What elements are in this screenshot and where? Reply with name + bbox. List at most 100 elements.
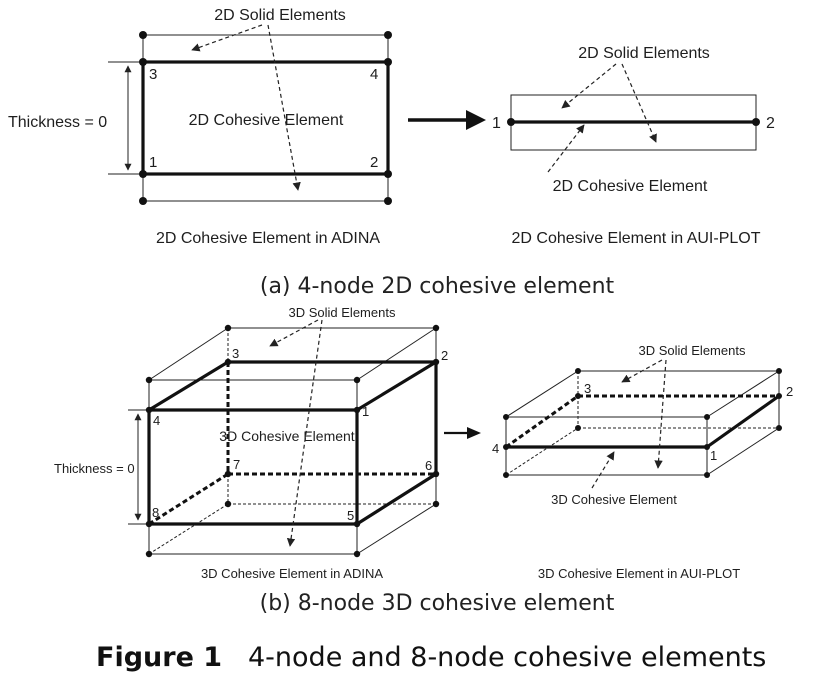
label-thickness: Thickness = 0 bbox=[54, 461, 135, 476]
node-label-1: 1 bbox=[492, 115, 501, 132]
node-dot bbox=[704, 414, 710, 420]
solid-edge bbox=[148, 327, 229, 381]
label-2d-cohesive-element-aui: 2D Cohesive Element bbox=[553, 178, 708, 195]
leader-arrow-solid bbox=[269, 319, 319, 347]
node-dot bbox=[432, 500, 440, 508]
node-label-2: 2 bbox=[441, 348, 448, 363]
label-3d-cohesive-element: 3D Cohesive Element bbox=[219, 428, 355, 444]
solid-edge bbox=[356, 503, 437, 555]
node-dot bbox=[145, 376, 153, 384]
solid-edge bbox=[356, 327, 437, 381]
figure-title: 4-node and 8-node cohesive elements bbox=[248, 642, 766, 673]
node-dot bbox=[353, 520, 361, 528]
node-dot bbox=[384, 31, 392, 39]
node-dot bbox=[503, 414, 509, 420]
node-label-1: 1 bbox=[149, 154, 157, 171]
node-dot bbox=[432, 470, 440, 478]
arrow-right-icon bbox=[444, 427, 481, 439]
node-dot bbox=[145, 550, 153, 558]
cohesive-edge bbox=[356, 360, 437, 412]
solid-edge bbox=[706, 370, 780, 418]
node-label-7: 7 bbox=[233, 457, 240, 472]
label-3d-cohesive-element-aui: 3D Cohesive Element bbox=[551, 492, 677, 507]
node-dot bbox=[776, 425, 782, 431]
label-2d-solid-elements: 2D Solid Elements bbox=[214, 7, 346, 24]
figure-caption: Figure 1 4-node and 8-node cohesive elem… bbox=[96, 642, 766, 673]
node-dot bbox=[575, 368, 581, 374]
node-label-6: 6 bbox=[425, 458, 432, 473]
node-label-4: 4 bbox=[370, 66, 378, 83]
leader-arrow-solid bbox=[286, 319, 323, 547]
cohesive-edge-hidden bbox=[505, 394, 579, 449]
node-dot bbox=[145, 520, 153, 528]
caption-3d-aui: 3D Cohesive Element in AUI-PLOT bbox=[538, 566, 740, 581]
caption-3d-adina: 3D Cohesive Element in ADINA bbox=[201, 566, 383, 581]
node-dot bbox=[224, 500, 232, 508]
panel-a-aui-diagram: 2D Solid Elements 2D Cohesive Element 1 … bbox=[492, 45, 775, 247]
arrow-right-icon bbox=[408, 110, 486, 130]
node-dot bbox=[139, 170, 147, 178]
label-3d-solid-elements-aui: 3D Solid Elements bbox=[639, 343, 746, 358]
solid-element-top bbox=[142, 34, 389, 63]
node-dot bbox=[353, 406, 361, 414]
leader-arrow-solid bbox=[561, 63, 617, 109]
node-dot bbox=[139, 197, 147, 205]
solid-edge bbox=[706, 427, 780, 476]
node-label-4: 4 bbox=[153, 413, 160, 428]
node-dot bbox=[224, 470, 232, 478]
panel-b-adina-diagram: 3D Solid Elements 3D Cohesive Element Th… bbox=[54, 305, 448, 581]
cohesive-edge-hidden bbox=[148, 472, 229, 526]
leader-arrow-solid bbox=[267, 24, 301, 191]
subcaption-b: (b) 8-node 3D cohesive element bbox=[260, 591, 615, 616]
node-label-8: 8 bbox=[152, 505, 159, 520]
node-label-2: 2 bbox=[370, 154, 378, 171]
node-dot bbox=[575, 393, 581, 399]
node-label-3: 3 bbox=[149, 66, 157, 83]
node-dot bbox=[575, 425, 581, 431]
solid-element-bottom bbox=[142, 173, 389, 202]
node-label-2: 2 bbox=[786, 384, 793, 399]
figure-number: Figure 1 bbox=[96, 642, 222, 673]
node-dot bbox=[507, 118, 515, 126]
node-dot bbox=[384, 197, 392, 205]
leader-arrow-solid bbox=[621, 63, 657, 143]
label-3d-solid-elements: 3D Solid Elements bbox=[289, 305, 396, 320]
node-dot bbox=[503, 444, 509, 450]
solid-edge-hidden bbox=[505, 427, 579, 476]
label-thickness: Thickness = 0 bbox=[8, 114, 107, 131]
node-dot bbox=[224, 358, 232, 366]
caption-2d-adina: 2D Cohesive Element in ADINA bbox=[156, 230, 380, 247]
node-label-4: 4 bbox=[492, 441, 499, 456]
subcaption-a: (a) 4-node 2D cohesive element bbox=[260, 274, 615, 299]
node-dot bbox=[776, 368, 782, 374]
node-dot bbox=[145, 406, 153, 414]
cohesive-element-2d bbox=[141, 60, 390, 176]
node-dot bbox=[752, 118, 760, 126]
label-2d-solid-elements-aui: 2D Solid Elements bbox=[578, 45, 710, 62]
node-label-1: 1 bbox=[710, 448, 717, 463]
node-label-3: 3 bbox=[232, 346, 239, 361]
label-2d-cohesive-element: 2D Cohesive Element bbox=[189, 112, 344, 129]
node-label-1: 1 bbox=[362, 404, 369, 419]
leader-arrow-cohesive bbox=[591, 451, 615, 489]
caption-2d-aui: 2D Cohesive Element in AUI-PLOT bbox=[512, 230, 761, 247]
cohesive-edge bbox=[356, 472, 437, 526]
panel-a-adina-diagram: 2D Solid Elements 2D Cohesive Element Th… bbox=[8, 7, 392, 247]
node-label-2: 2 bbox=[766, 115, 775, 132]
leader-arrow-solid bbox=[191, 24, 263, 52]
leader-arrow-cohesive bbox=[547, 124, 585, 173]
node-dot bbox=[384, 170, 392, 178]
node-dot bbox=[432, 324, 440, 332]
leader-arrow-solid bbox=[654, 359, 667, 469]
node-dot bbox=[139, 58, 147, 66]
solid-edge-hidden bbox=[148, 503, 229, 555]
node-dot bbox=[224, 324, 232, 332]
leader-arrow-solid bbox=[621, 359, 663, 383]
node-dot bbox=[776, 393, 782, 399]
node-dot bbox=[704, 444, 710, 450]
node-dot bbox=[353, 376, 361, 384]
node-dot bbox=[432, 358, 440, 366]
cohesive-edge bbox=[706, 394, 780, 449]
node-dot bbox=[353, 550, 361, 558]
